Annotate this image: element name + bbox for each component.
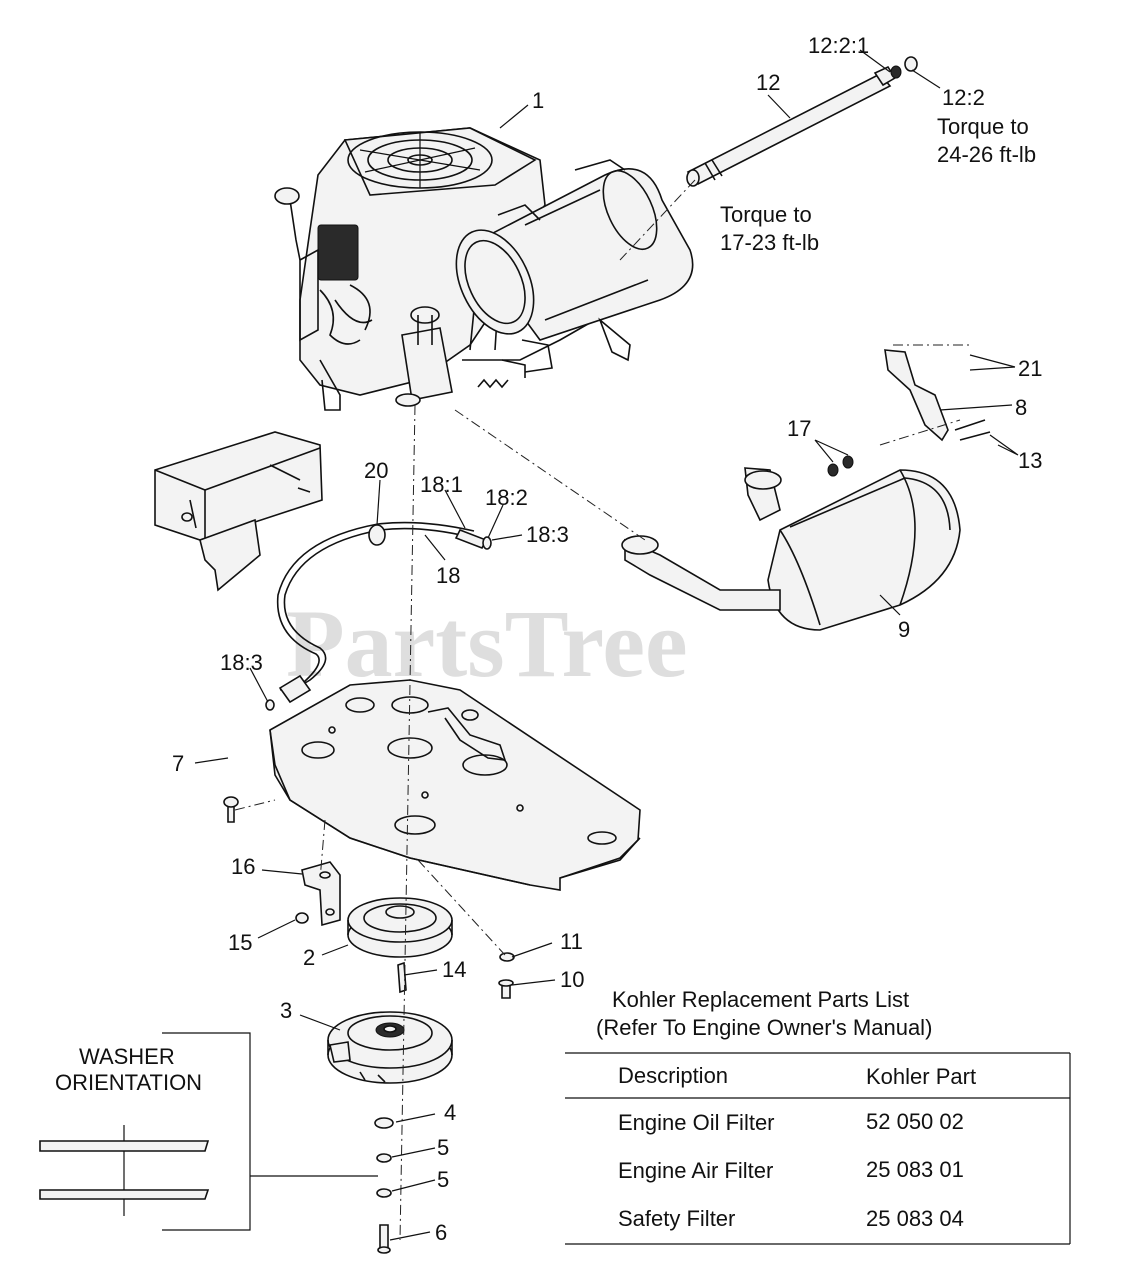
callout-labels: 1 12 12:2:1 12:2 21 8 13 17 9 20 18:1 18… bbox=[172, 33, 1042, 1245]
watermark: PartsTree bbox=[286, 590, 688, 697]
callout-4: 4 bbox=[444, 1100, 456, 1125]
table-cell-part-number: 25 083 04 bbox=[866, 1206, 964, 1231]
callout-5-upper: 5 bbox=[437, 1135, 449, 1160]
callout-10: 10 bbox=[560, 967, 584, 992]
engine-illustration bbox=[274, 127, 611, 411]
air-cleaner-illustration bbox=[455, 159, 694, 362]
callout-2: 2 bbox=[303, 945, 315, 970]
clutch-illustration bbox=[327, 1011, 453, 1084]
callout-15: 15 bbox=[228, 930, 252, 955]
callout-7: 7 bbox=[172, 751, 184, 776]
callout-14: 14 bbox=[442, 957, 466, 982]
table-header-description: Description bbox=[618, 1063, 728, 1088]
washer-orientation-detail bbox=[39, 1032, 378, 1231]
parts-table: Kohler Replacement Parts List (Refer To … bbox=[565, 987, 1071, 1245]
callout-18-1: 18:1 bbox=[420, 472, 463, 497]
callout-5-lower: 5 bbox=[437, 1167, 449, 1192]
callout-11: 11 bbox=[560, 929, 583, 954]
callout-21: 21 bbox=[1018, 356, 1042, 381]
table-cell-part-number: 52 050 02 bbox=[866, 1109, 964, 1134]
callout-18: 18 bbox=[436, 563, 460, 588]
callout-12-2-1: 12:2:1 bbox=[808, 33, 869, 58]
fuel-tube-illustration bbox=[686, 56, 918, 187]
callout-18-3-left: 18:3 bbox=[220, 650, 263, 675]
torque-note-top-line2: 24-26 ft-lb bbox=[937, 142, 1036, 167]
table-header-kohler-part: Kohler Part bbox=[866, 1064, 976, 1089]
callout-12-2: 12:2 bbox=[942, 85, 985, 110]
callout-3: 3 bbox=[280, 998, 292, 1023]
parts-table-title-line1: Kohler Replacement Parts List bbox=[612, 987, 909, 1012]
fuel-line-illustration bbox=[265, 521, 492, 711]
washer-label-line2: ORIENTATION bbox=[55, 1070, 202, 1095]
callout-9: 9 bbox=[898, 617, 910, 642]
engine-shroud-bracket-illustration bbox=[154, 431, 323, 592]
table-cell-part-number: 25 083 01 bbox=[866, 1157, 964, 1182]
callout-1: 1 bbox=[532, 88, 544, 113]
callout-18-3-right: 18:3 bbox=[526, 522, 569, 547]
muffler-illustration bbox=[621, 349, 991, 631]
washer-label-line1: WASHER bbox=[79, 1044, 175, 1069]
key-illustration bbox=[397, 961, 407, 994]
table-cell-description: Engine Air Filter bbox=[618, 1158, 773, 1183]
hardware-illustration bbox=[223, 796, 515, 1254]
engine-deck-plate-illustration bbox=[269, 679, 641, 891]
torque-note-mid-line1: Torque to bbox=[720, 202, 812, 227]
callout-18-2: 18:2 bbox=[485, 485, 528, 510]
callout-13: 13 bbox=[1018, 448, 1042, 473]
torque-notes: Torque to 24-26 ft-lb Torque to 17-23 ft… bbox=[720, 114, 1036, 255]
table-cell-description: Safety Filter bbox=[618, 1206, 735, 1231]
callout-17: 17 bbox=[787, 416, 811, 441]
torque-note-top-line1: Torque to bbox=[937, 114, 1029, 139]
callout-8: 8 bbox=[1015, 395, 1027, 420]
leader-lines bbox=[194, 49, 1019, 1241]
torque-note-mid-line2: 17-23 ft-lb bbox=[720, 230, 819, 255]
callout-16: 16 bbox=[231, 854, 255, 879]
callout-12: 12 bbox=[756, 70, 780, 95]
callout-6: 6 bbox=[435, 1220, 447, 1245]
assembly-centerlines bbox=[234, 179, 970, 1241]
washer-orientation-label: WASHER ORIENTATION bbox=[55, 1044, 202, 1095]
table-cell-description: Engine Oil Filter bbox=[618, 1110, 775, 1135]
parts-table-title-line2: (Refer To Engine Owner's Manual) bbox=[596, 1015, 932, 1040]
pulley-illustration bbox=[347, 897, 453, 958]
bracket-illustration bbox=[295, 861, 341, 927]
callout-20: 20 bbox=[364, 458, 388, 483]
